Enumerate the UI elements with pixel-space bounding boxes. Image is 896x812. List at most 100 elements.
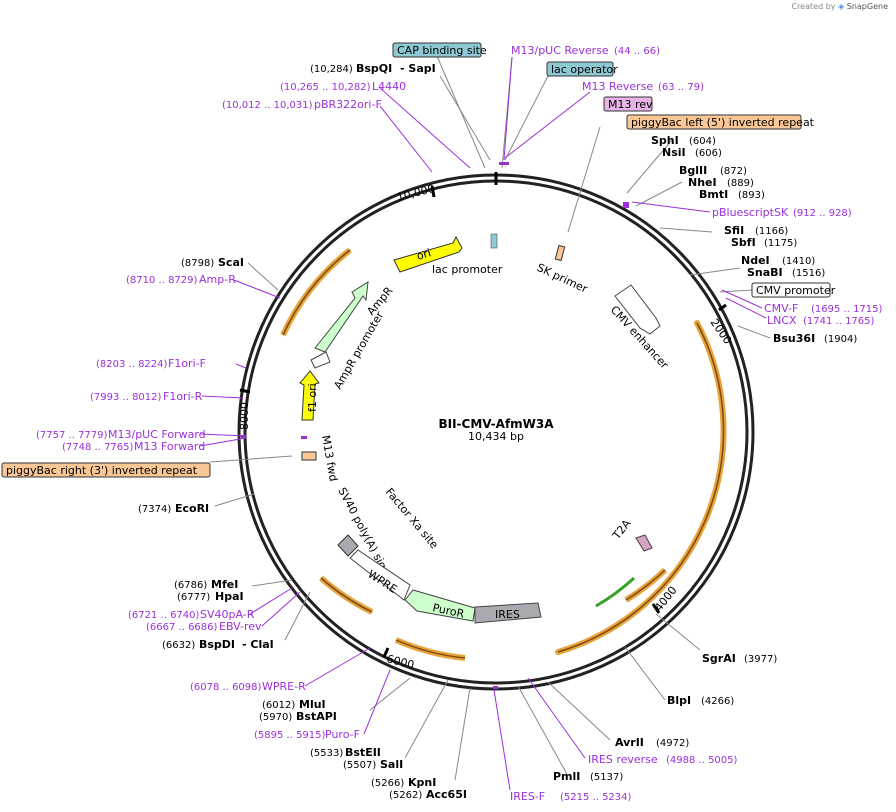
primer-pbluescriptsk: pBluescriptSK	[712, 206, 789, 219]
enzyme-avrii: AvrII	[615, 736, 644, 749]
primer-pos-ires-reverse: (4988 .. 5005)	[666, 755, 738, 766]
box-piggybac-right	[1, 462, 211, 478]
enzyme-pos-scai: (8798)	[181, 258, 214, 269]
primer-wpre-r: WPRE-R	[262, 680, 306, 693]
enzyme-mfei: MfeI	[211, 578, 238, 591]
enzyme-bmti: BmtI	[699, 188, 728, 201]
enzyme-pos-bmti: (893)	[738, 190, 765, 201]
enzyme-bsu36i: Bsu36I	[773, 332, 815, 345]
snapgene-credit: Created by ◈ SnapGene	[791, 2, 888, 11]
ampr-feature	[314, 281, 369, 353]
enzyme-pos-bsteii: (5533)	[310, 748, 343, 759]
enzyme-nsii: NsiI	[662, 146, 686, 159]
ampr-promoter-feature	[310, 351, 331, 369]
enzyme-pos-blpi: (4266)	[701, 696, 734, 707]
primer-pos-f1ori-f: (8203 .. 8224)	[96, 359, 168, 370]
box-cap-binding-site-label: CAP binding site	[397, 44, 487, 57]
primer-pos-sv40pa-r: (6721 .. 6740)	[128, 610, 200, 621]
m13-site-inner	[301, 436, 307, 439]
ori-feature	[393, 235, 463, 273]
primer-pos-ires-f: (5215 .. 5234)	[560, 792, 632, 803]
enzyme-nhei: NheI	[688, 176, 717, 189]
box-cmv-promoter	[751, 282, 831, 298]
enzyme-pos-nsii: (606)	[695, 148, 722, 159]
cmv-enhancer-feature	[614, 284, 661, 335]
enzyme-pos-sfii: (1166)	[755, 226, 788, 237]
sk-primer-label: SK primer	[535, 261, 590, 296]
enzyme-pos-pmli: (5137)	[590, 772, 623, 783]
ori-label: ori	[415, 246, 432, 263]
f1-ori-feature	[299, 370, 320, 421]
tick-6000	[382, 647, 390, 658]
enzyme-bspqi: BspQI	[356, 62, 392, 75]
tick-label-10000: 10,000	[396, 182, 437, 204]
primer-pbr322ori-f: pBR322ori-F	[314, 98, 382, 111]
enzyme-pos-ndei: (1410)	[782, 256, 815, 267]
enzyme-bsteii: BstEII	[345, 746, 381, 759]
primer-m13-reverse: M13 Reverse	[582, 80, 653, 93]
primer-ires-f: IRES-F	[510, 790, 545, 803]
enzyme-clai: - ClaI	[242, 638, 274, 651]
box-cap-binding-site	[392, 42, 482, 58]
t2a-label: T2A	[610, 517, 634, 543]
plasmid-length: 10,434 bp	[468, 430, 524, 443]
box-piggybac-left	[626, 114, 802, 130]
m13-primer-mark	[241, 435, 246, 438]
primer-pos-m13-puc-reverse: (44 .. 66)	[614, 46, 660, 57]
enzyme-pos-mfei: (6786)	[174, 580, 207, 591]
box-piggybac-right-label: piggyBac right (3') inverted repeat	[6, 464, 198, 477]
f1-ori-label: f1 ori	[306, 383, 319, 412]
enzyme-pos-sgrai: (3977)	[744, 654, 777, 665]
enzyme-sbfi: SbfI	[731, 236, 756, 249]
credit-brand: SnapGene	[846, 2, 888, 11]
box-m13-rev	[603, 96, 653, 112]
enzyme-pos-snabi: (1516)	[792, 268, 825, 279]
enzyme-ecori: EcoRI	[175, 502, 209, 515]
tick-8000	[239, 388, 251, 394]
primer-pos-m13-puc-forward: (7757 .. 7779)	[36, 430, 108, 441]
tick-10000	[430, 185, 436, 198]
enzyme-bspdi: BspDI	[199, 638, 235, 651]
orange-arc-right	[555, 320, 727, 655]
enzyme-sfii: SfiI	[724, 224, 744, 237]
orange-arc-left-core	[282, 249, 351, 336]
box-lac-operator	[546, 61, 614, 77]
orange-arc-bottom	[394, 637, 466, 661]
enzyme-hpai: HpaI	[215, 590, 244, 603]
m13-fwd-label: M13 fwd	[319, 434, 340, 482]
enzyme-pos-ecori: (7374)	[138, 504, 171, 515]
primer-pos-l4440: (10,265 .. 10,282)	[280, 82, 371, 93]
lac-promoter-label: lac promoter	[432, 263, 503, 276]
box-cmv-promoter-label: CMV promoter	[756, 284, 836, 297]
enzyme-acc65i: Acc65I	[426, 788, 467, 801]
enzyme-bglii: BglII	[679, 164, 707, 177]
primer-pos-wpre-r: (6078 .. 6098)	[190, 682, 262, 693]
primer-cmv-f: CMV-F	[764, 302, 798, 315]
t2a-feature	[635, 534, 653, 552]
enzyme-pos-acc65i: (5262)	[389, 790, 422, 801]
box-piggybac-left-label: piggyBac left (5') inverted repeat	[631, 116, 815, 129]
primer-lncx: LNCX	[767, 314, 797, 327]
enzyme-pos-mlui: (6012)	[262, 700, 295, 711]
enzyme-scai: ScaI	[218, 256, 244, 269]
primer-l4440: L4440	[372, 80, 406, 93]
tick-label-8000: 8000	[238, 402, 251, 430]
primer-pos-m13-forward: (7748 .. 7765)	[62, 442, 134, 453]
factor-xa-label: Factor Xa site	[383, 486, 441, 552]
enzyme-sphi: SphI	[651, 134, 679, 147]
enzyme-kpni: KpnI	[408, 776, 436, 789]
enzyme-sgrai: SgrAI	[702, 652, 736, 665]
primer-pos-lncx: (1741 .. 1765)	[803, 316, 875, 327]
sv40-polya-feature	[337, 534, 359, 557]
wpre-feature	[349, 549, 411, 601]
primer-sv40pa-r: SV40pA-R	[200, 608, 255, 621]
orange-arc-small-core	[625, 569, 666, 601]
primer-f1ori-r: F1ori-R	[163, 390, 203, 403]
m13-fwd-feature	[301, 451, 317, 461]
enzyme-pos-bglii: (872)	[720, 166, 747, 177]
enzyme-ndei: NdeI	[741, 254, 770, 267]
primer-pos-amp-r: (8710 .. 8729)	[126, 275, 198, 286]
primer-pos-m13-reverse: (63 .. 79)	[658, 82, 704, 93]
enzyme-sapi: - SapI	[400, 62, 436, 75]
primer-ires-reverse: IRES reverse	[588, 753, 658, 766]
